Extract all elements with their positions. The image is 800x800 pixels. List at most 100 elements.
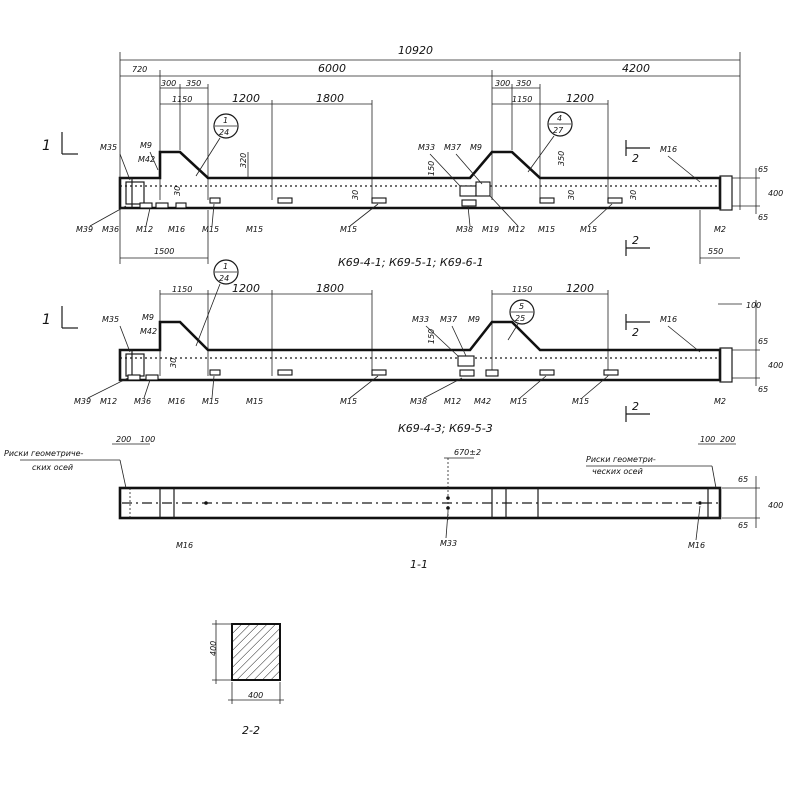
dim-30-c: 30 [567,190,576,200]
mid-callout-1-bot: 24 [219,274,229,283]
mid-label-m15-d: M15 [510,397,527,406]
label-m9: M9 [140,141,152,150]
mid-dim-150: 150 [427,329,436,344]
dim-400: 400 [768,189,783,198]
mid-dim-1200-a: 1200 [232,282,260,295]
note-right-line2: ческих осей [592,467,643,476]
section-hatch [231,623,281,681]
mid-dim-65-top: 65 [758,337,768,346]
label-m15-a: M15 [202,225,219,234]
dim-30-a: 30 [173,186,182,196]
note-left-line1: Риски геометриче- [4,449,84,458]
label-m16-r: M16 [660,145,677,154]
mid-dim-400: 400 [768,361,783,370]
dim-1500: 1500 [154,247,174,256]
mid-section-mark-1: 1 [42,312,51,328]
section-mark-2-bot: 2 [632,234,639,247]
mid-label-m42: M42 [140,327,157,336]
mid-dim-1150-a: 1150 [172,285,192,294]
mid-label-m9-r: M9 [468,315,480,324]
dim-65-top: 65 [758,165,768,174]
mid-label-m15-a: M15 [202,397,219,406]
mid-label-m33: M33 [412,315,429,324]
plan-label-m16-l: M16 [176,541,193,550]
note-left-line2: ских осей [32,463,73,472]
mid-label-m12: M12 [100,397,117,406]
callout-1-24 [213,113,239,139]
mid-label-m37: M37 [440,315,458,324]
dim-300-a: 300 [161,79,176,88]
label-m12-r: M12 [508,225,525,234]
mid-label-m38: M38 [410,397,427,406]
label-m15-e: M15 [580,225,597,234]
dim-4200: 4200 [622,62,650,75]
label-m15-d: M15 [538,225,555,234]
elevation-view-2: 1150 1200 1800 1150 1200 100 65 400 65 1… [42,259,783,435]
mid-label-m15-e: M15 [572,397,589,406]
mid-label-m15-c: M15 [340,397,357,406]
dim-1150-a: 1150 [172,95,192,104]
dim-720: 720 [132,65,147,74]
callout-2-bot: 27 [553,126,564,135]
mid-label-m9: M9 [142,313,154,322]
mid-dim-30: 30 [169,358,178,368]
mid-label-m42-r: M42 [474,397,491,406]
dim-350-v: 350 [557,151,566,166]
dim-550: 550 [708,247,723,256]
mid-callout-2-bot: 25 [515,314,525,323]
mid-section-mark-2-top: 2 [632,326,639,339]
callout-1-bot: 24 [219,128,229,137]
plan-dim-400: 400 [768,501,783,510]
plan-dim-670: 670±2 [454,448,481,457]
dim-30-d: 30 [629,190,638,200]
view-title-1-1: 1-1 [410,558,428,571]
label-m9-r: M9 [470,143,482,152]
callout-4-27 [547,111,573,137]
dim-6000: 6000 [318,62,346,75]
dim-1800-a: 1800 [316,92,344,105]
mid-label-m12-r: M12 [444,397,461,406]
section-mark-2-top: 2 [632,152,639,165]
plan-dim-200-l: 200 [116,435,131,444]
note-right-line1: Риски геометри- [586,455,656,464]
mid-label-m16: M16 [168,397,185,406]
dim-300-b: 300 [495,79,510,88]
view-title-2: К69-4-3; К69-5-3 [398,422,493,435]
plan-dim-100-l: 100 [140,435,155,444]
dim-350-a: 350 [186,79,201,88]
dim-150: 150 [427,161,436,176]
callout-2-top: 4 [557,114,562,123]
mid-dim-1800: 1800 [316,282,344,295]
mid-dim-1200-b: 1200 [566,282,594,295]
label-m33: M33 [418,143,435,152]
dim-1200-b: 1200 [566,92,594,105]
mid-dim-65-bot: 65 [758,385,768,394]
section-dim-w: 400 [248,691,263,700]
mid-callout-1-top: 1 [223,262,228,271]
label-m19: M19 [482,225,499,234]
plan-label-m16-r: M16 [688,541,705,550]
elevation-view-1: 10920 720 6000 4200 300 350 300 350 1150… [42,44,783,269]
label-m12: M12 [136,225,153,234]
label-m39: M39 [76,225,93,234]
mid-callout-2-top: 5 [519,302,524,311]
mid-label-m35: M35 [102,315,119,324]
label-m2: M2 [714,225,726,234]
section-title: 2-2 [242,724,260,737]
mid-callout-5-25 [509,299,535,325]
label-m35: M35 [100,143,117,152]
dim-overall: 10920 [398,44,433,57]
dim-1200-a: 1200 [232,92,260,105]
dim-65-bot: 65 [758,213,768,222]
mid-label-m2: M2 [714,397,726,406]
label-m36: M36 [102,225,119,234]
section-view-2-2: 400 400 2-2 [209,620,284,737]
section-dim-h: 400 [209,641,218,656]
label-m16: M16 [168,225,185,234]
dim-350-b: 350 [516,79,531,88]
label-m37: M37 [444,143,462,152]
dim-1150-b: 1150 [512,95,532,104]
plan-label-m33: M33 [440,539,457,548]
dim-30-b: 30 [351,190,360,200]
